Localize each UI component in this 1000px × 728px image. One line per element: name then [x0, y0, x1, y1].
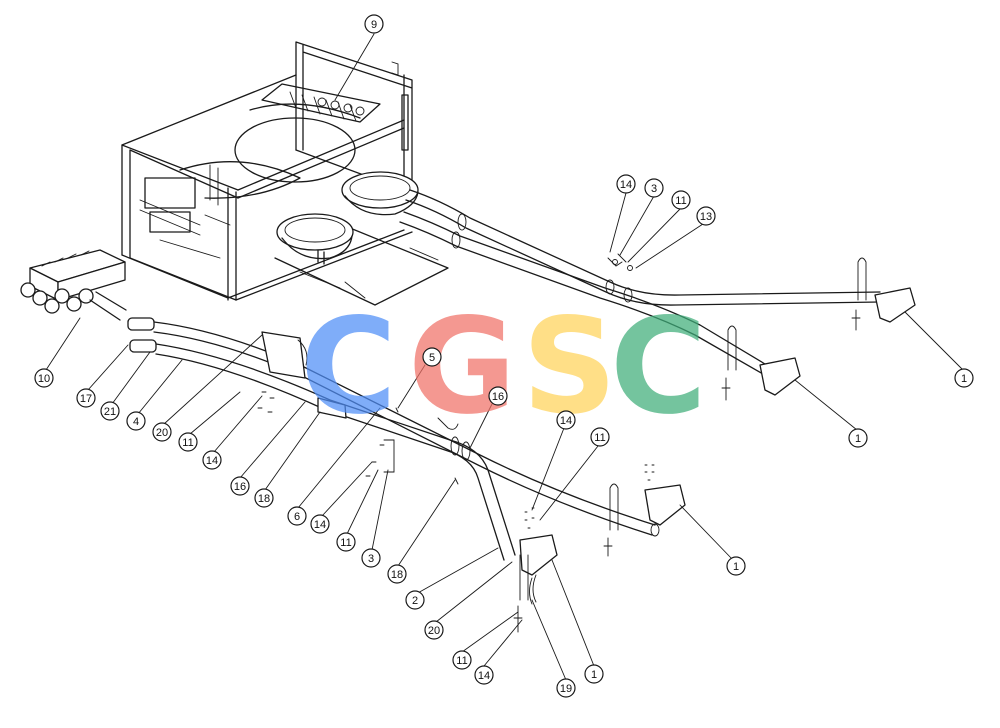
svg-text:11: 11: [182, 437, 193, 449]
callout-16: 16: [488, 386, 508, 406]
callout-1: 1: [726, 556, 746, 576]
svg-text:3: 3: [368, 553, 374, 565]
svg-text:1: 1: [855, 433, 861, 445]
manifold: [20, 249, 127, 321]
svg-text:10: 10: [38, 373, 50, 385]
callout-11: 11: [336, 532, 356, 552]
callout-1: 1: [848, 428, 868, 448]
callout-14: 14: [474, 665, 494, 685]
svg-text:17: 17: [80, 393, 92, 405]
svg-text:11: 11: [594, 432, 605, 444]
callout-18: 18: [254, 488, 274, 508]
watermark-letter-c2: C: [610, 290, 707, 444]
callout-17: 17: [76, 388, 96, 408]
upper-hoses: [399, 189, 916, 401]
callout-14: 14: [202, 450, 222, 470]
svg-text:6: 6: [294, 511, 300, 523]
callout-2: 2: [405, 590, 425, 610]
lower-hoses: [127, 317, 686, 633]
callout-14: 14: [616, 174, 636, 194]
svg-text:5: 5: [429, 352, 435, 364]
callout-11: 11: [452, 650, 472, 670]
svg-text:16: 16: [234, 481, 246, 493]
svg-text:1: 1: [733, 561, 739, 573]
svg-text:16: 16: [492, 391, 504, 403]
callout-11: 11: [590, 427, 610, 447]
callout-5: 5: [422, 347, 442, 367]
callout-9: 9: [364, 14, 384, 34]
svg-text:20: 20: [156, 427, 168, 439]
svg-text:11: 11: [456, 655, 467, 667]
svg-text:14: 14: [478, 670, 490, 682]
callout-20: 20: [152, 422, 172, 442]
svg-text:19: 19: [560, 683, 572, 695]
svg-text:11: 11: [340, 537, 351, 549]
watermark-letter-g: G: [408, 290, 516, 444]
callout-14: 14: [556, 410, 576, 430]
callout-3: 3: [644, 178, 664, 198]
svg-text:21: 21: [104, 406, 116, 418]
svg-text:1: 1: [591, 669, 597, 681]
callout-6: 6: [287, 506, 307, 526]
callout-19: 19: [556, 678, 576, 698]
svg-text:2: 2: [412, 595, 418, 607]
callout-3: 3: [361, 548, 381, 568]
callout-1: 1: [954, 368, 974, 388]
svg-text:14: 14: [620, 179, 632, 191]
cgsc-watermark: C G S C: [300, 290, 707, 444]
svg-text:13: 13: [700, 211, 712, 223]
callout-4: 4: [126, 411, 146, 431]
watermark-letter-c1: C: [300, 290, 397, 444]
callout-11: 11: [178, 432, 198, 452]
callout-13: 13: [696, 206, 716, 226]
callout-18: 18: [387, 564, 407, 584]
callout-balloons: 9 14 3 11 13 1 1 10 17 21 4 20 11 14 16 …: [34, 14, 974, 698]
callout-16: 16: [230, 476, 250, 496]
svg-text:3: 3: [651, 183, 657, 195]
callout-21: 21: [100, 401, 120, 421]
svg-text:4: 4: [133, 416, 139, 428]
svg-text:18: 18: [391, 569, 403, 581]
svg-text:20: 20: [428, 625, 440, 637]
callout-1: 1: [584, 664, 604, 684]
callout-20: 20: [424, 620, 444, 640]
callout-10: 10: [34, 368, 54, 388]
svg-text:1: 1: [961, 373, 967, 385]
frame-assembly: [121, 41, 449, 306]
svg-text:14: 14: [314, 519, 326, 531]
leader-lines: [45, 33, 964, 681]
svg-text:14: 14: [206, 455, 218, 467]
svg-text:18: 18: [258, 493, 270, 505]
svg-text:14: 14: [560, 415, 572, 427]
svg-text:9: 9: [371, 19, 377, 31]
callout-14: 14: [310, 514, 330, 534]
callout-11: 11: [671, 190, 691, 210]
svg-text:11: 11: [675, 195, 686, 207]
